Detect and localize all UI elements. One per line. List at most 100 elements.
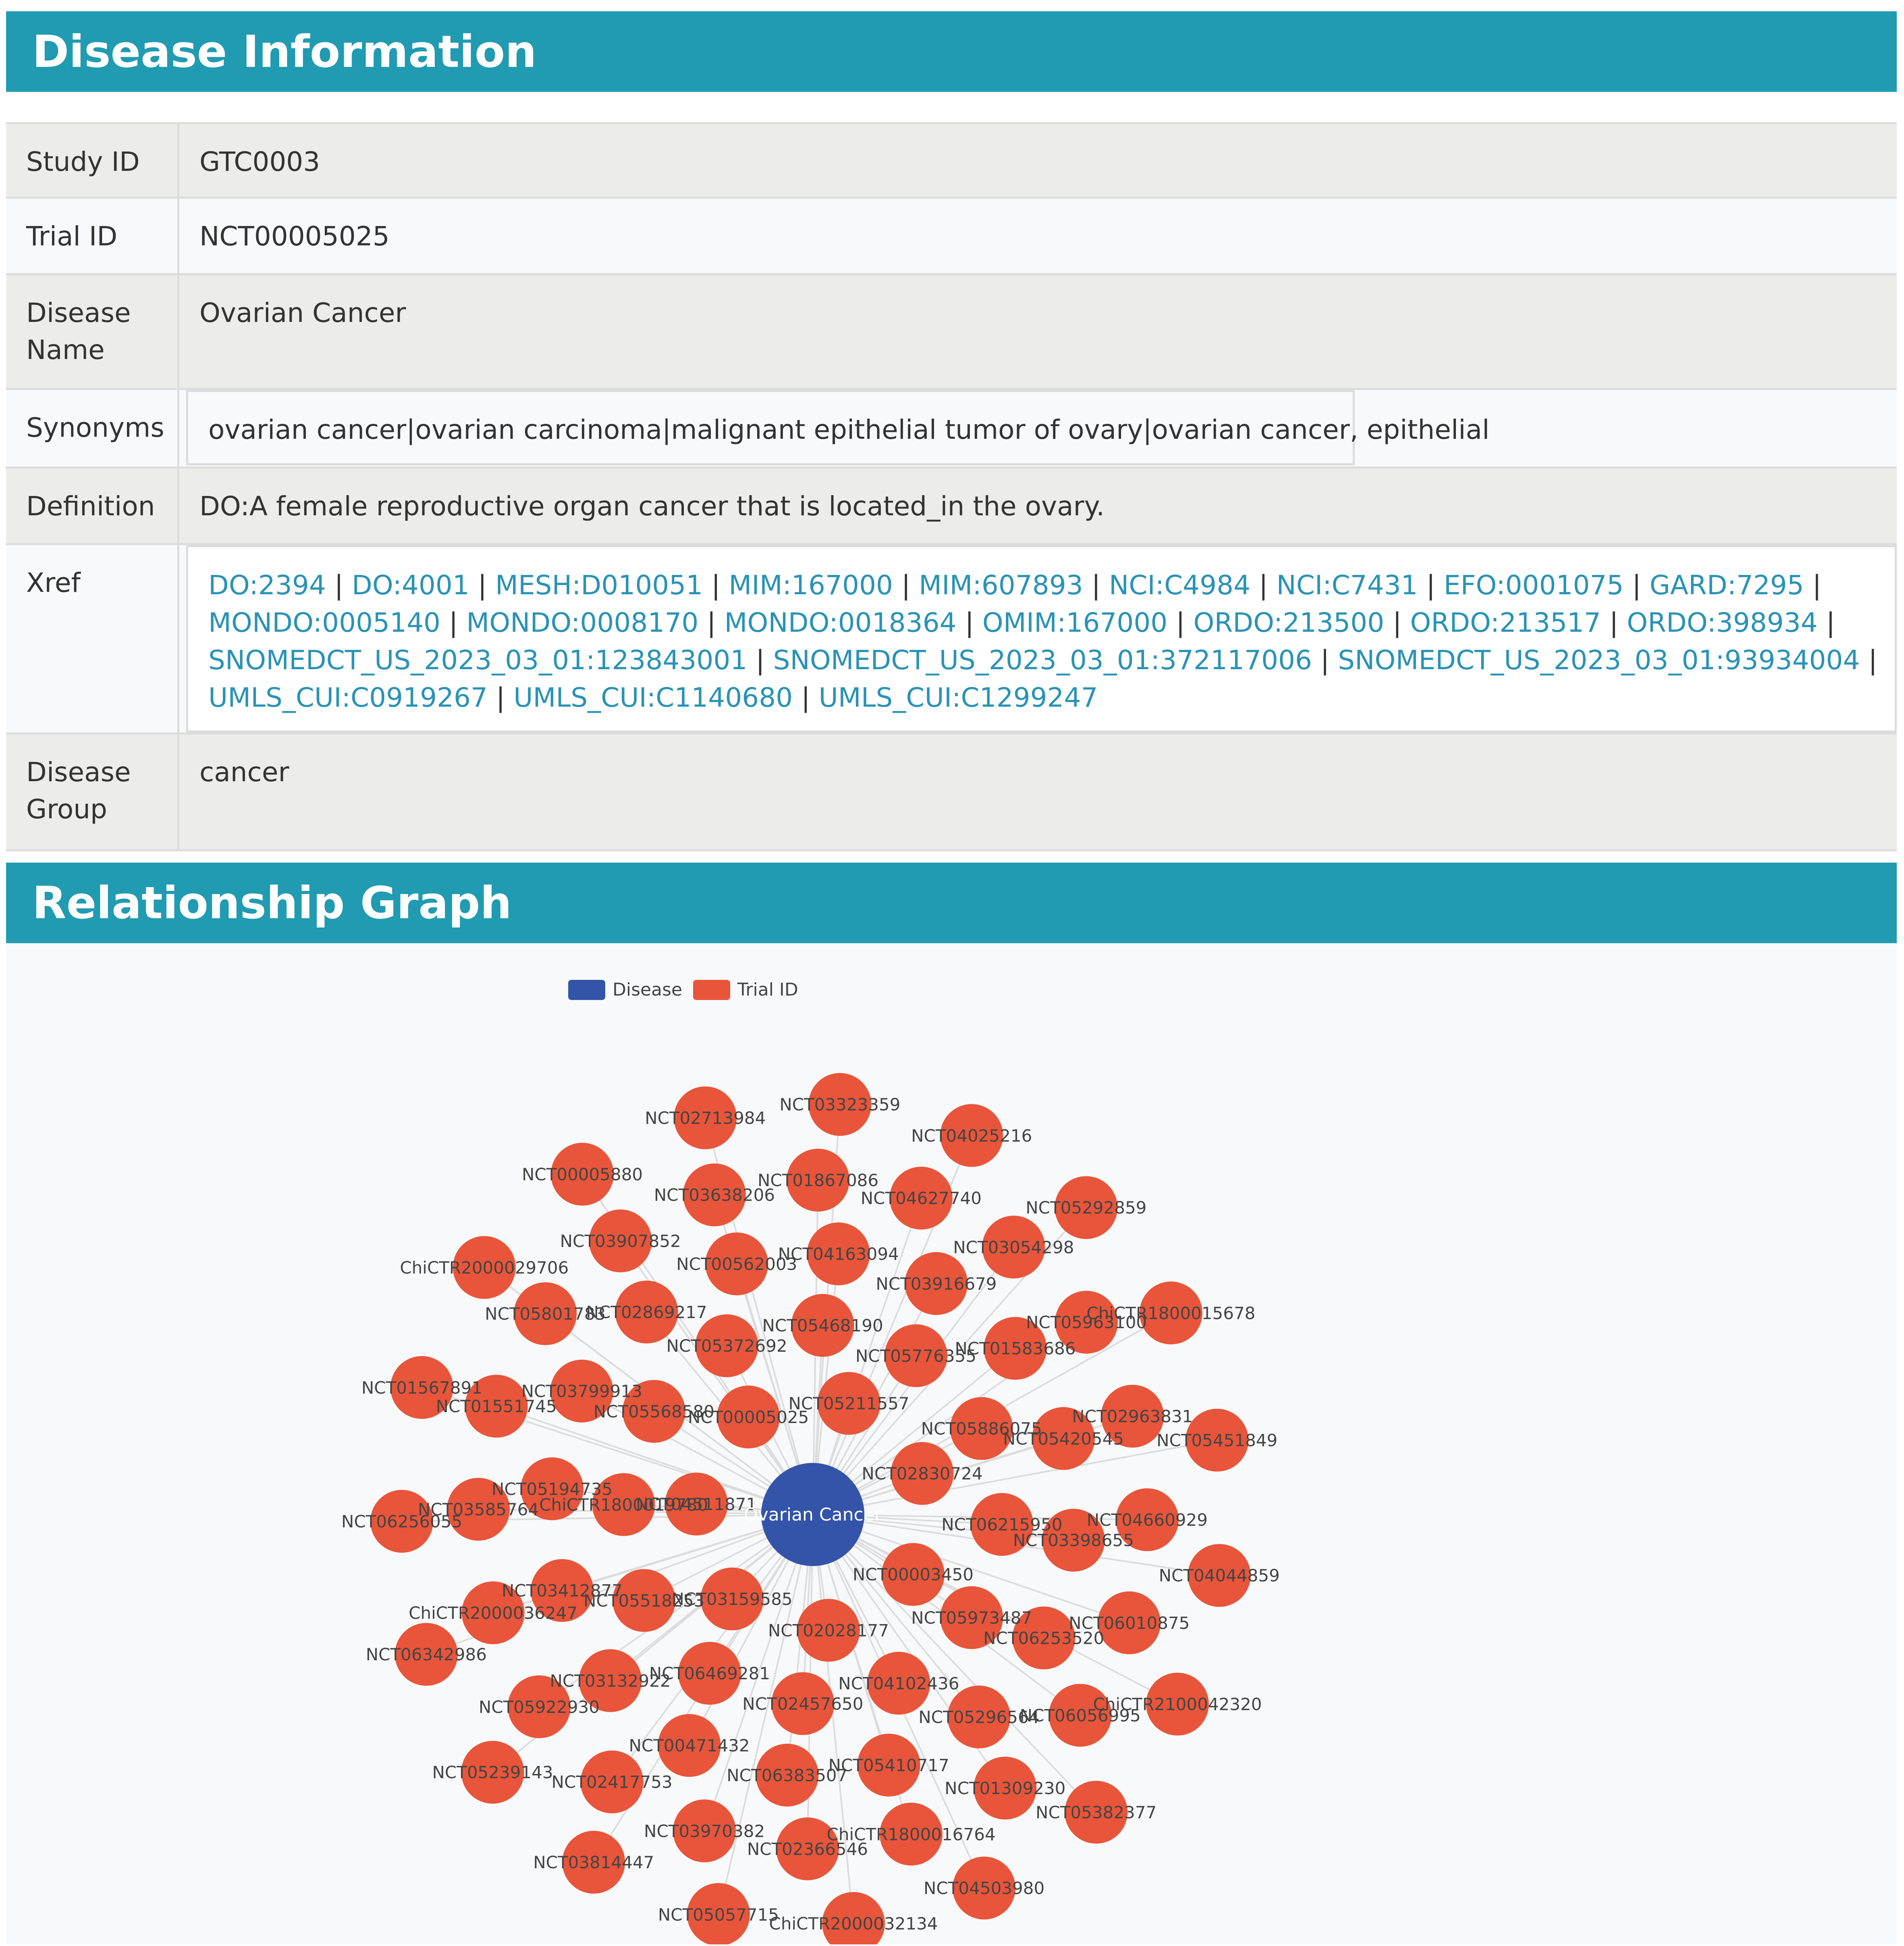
trial-node[interactable] (550, 1359, 613, 1423)
trial-node[interactable] (673, 1799, 736, 1863)
trial-node[interactable] (700, 1567, 764, 1631)
trial-node[interactable] (982, 1216, 1045, 1279)
xref-link[interactable]: MONDO:0005140 (208, 607, 441, 638)
trial-node[interactable] (695, 1314, 758, 1378)
trial-node[interactable] (1139, 1281, 1202, 1344)
trial-node[interactable] (1186, 1409, 1249, 1472)
trial-node[interactable] (453, 1236, 516, 1299)
xref-link[interactable]: UMLS_CUI:C1140680 (513, 682, 793, 713)
trial-node[interactable] (1188, 1544, 1251, 1607)
trial-node[interactable] (1042, 1508, 1105, 1572)
xref-link[interactable]: MESH:D010051 (495, 570, 703, 601)
trial-node[interactable] (683, 1163, 746, 1226)
trial-node[interactable] (1098, 1591, 1161, 1654)
trial-node[interactable] (1146, 1672, 1209, 1736)
trial-node[interactable] (771, 1672, 835, 1735)
disease-node[interactable] (761, 1463, 864, 1566)
xref-link[interactable]: SNOMEDCT_US_2023_03_01:372117006 (773, 645, 1312, 676)
trial-node[interactable] (465, 1375, 528, 1438)
trial-node[interactable] (797, 1599, 860, 1662)
trial-node[interactable] (589, 1209, 652, 1272)
trial-node[interactable] (507, 1675, 571, 1739)
trial-node[interactable] (717, 1385, 780, 1448)
trial-node[interactable] (808, 1073, 872, 1136)
trial-node[interactable] (1101, 1384, 1164, 1448)
trial-node[interactable] (687, 1883, 750, 1946)
trial-node[interactable] (881, 1543, 945, 1606)
trial-node[interactable] (891, 1442, 954, 1505)
trial-node[interactable] (390, 1356, 453, 1419)
trial-node[interactable] (950, 1397, 1013, 1460)
xref-link[interactable]: SNOMEDCT_US_2023_03_01:93934004 (1338, 645, 1860, 676)
trial-node[interactable] (615, 1280, 678, 1344)
trial-node[interactable] (622, 1380, 685, 1443)
xref-link[interactable]: MIM:167000 (729, 570, 893, 601)
trial-node[interactable] (370, 1490, 434, 1553)
xref-link[interactable]: DO:2394 (208, 570, 326, 601)
xref-link[interactable]: UMLS_CUI:C0919267 (208, 682, 488, 713)
trial-node[interactable] (447, 1477, 510, 1541)
trial-node[interactable] (787, 1149, 850, 1212)
trial-node[interactable] (905, 1252, 968, 1315)
trial-node[interactable] (580, 1750, 644, 1813)
trial-node[interactable] (817, 1372, 880, 1435)
xref-link[interactable]: UMLS_CUI:C1299247 (818, 682, 1098, 713)
trial-node[interactable] (592, 1473, 655, 1536)
trial-node[interactable] (395, 1623, 458, 1686)
trial-node[interactable] (947, 1685, 1011, 1749)
xref-link[interactable]: EFO:0001075 (1443, 570, 1624, 601)
trial-node[interactable] (514, 1282, 577, 1345)
xref-link[interactable]: ORDO:398934 (1627, 607, 1818, 638)
trial-node[interactable] (1032, 1407, 1095, 1470)
trial-node[interactable] (970, 1493, 1034, 1556)
trial-node[interactable] (1055, 1290, 1118, 1354)
xref-link[interactable]: NCI:C4984 (1109, 570, 1251, 601)
xref-link[interactable]: GARD:7295 (1649, 570, 1804, 601)
xref-link[interactable]: DO:4001 (352, 570, 469, 601)
xref-link[interactable]: NCI:C7431 (1276, 570, 1418, 601)
trial-node[interactable] (889, 1166, 953, 1230)
trial-node[interactable] (974, 1757, 1037, 1820)
trial-node[interactable] (658, 1714, 721, 1777)
xref-link[interactable]: OMIM:167000 (982, 607, 1168, 638)
trial-node[interactable] (880, 1803, 943, 1866)
trial-node[interactable] (665, 1473, 728, 1536)
legend-label[interactable]: Trial ID (737, 979, 798, 1000)
trial-node[interactable] (521, 1457, 584, 1521)
trial-node[interactable] (1055, 1176, 1118, 1239)
trial-node[interactable] (705, 1232, 768, 1295)
trial-node[interactable] (940, 1104, 1003, 1167)
xref-link[interactable]: MONDO:0008170 (466, 607, 699, 638)
trial-node[interactable] (984, 1317, 1047, 1380)
trial-node[interactable] (857, 1734, 920, 1797)
trial-node[interactable] (776, 1817, 839, 1880)
trial-node[interactable] (551, 1143, 614, 1206)
trial-node[interactable] (579, 1649, 642, 1712)
legend-label[interactable]: Disease (613, 979, 682, 1000)
trial-node[interactable] (953, 1857, 1016, 1920)
trial-node[interactable] (613, 1569, 676, 1632)
trial-node[interactable] (807, 1222, 870, 1286)
trial-node[interactable] (822, 1892, 885, 1946)
trial-node[interactable] (1049, 1684, 1112, 1747)
trial-node[interactable] (867, 1651, 930, 1715)
trial-node[interactable] (530, 1559, 594, 1622)
trial-node[interactable] (461, 1741, 524, 1804)
trial-node[interactable] (1065, 1780, 1128, 1844)
trial-node[interactable] (562, 1831, 625, 1894)
legend-swatch[interactable] (568, 980, 605, 1000)
trial-node[interactable] (791, 1294, 854, 1357)
trial-node[interactable] (678, 1642, 741, 1705)
legend-swatch[interactable] (693, 980, 730, 1000)
trial-node[interactable] (884, 1324, 947, 1387)
xref-link[interactable]: ORDO:213517 (1410, 607, 1601, 638)
xref-link[interactable]: MONDO:0018364 (724, 607, 957, 638)
xref-link[interactable]: SNOMEDCT_US_2023_03_01:123843001 (208, 645, 747, 676)
trial-node[interactable] (940, 1586, 1003, 1649)
trial-node[interactable] (1012, 1606, 1076, 1670)
xref-link[interactable]: ORDO:213500 (1193, 607, 1385, 638)
trial-node[interactable] (461, 1581, 525, 1645)
trial-node[interactable] (1115, 1488, 1179, 1552)
xref-link[interactable]: MIM:607893 (919, 570, 1083, 601)
